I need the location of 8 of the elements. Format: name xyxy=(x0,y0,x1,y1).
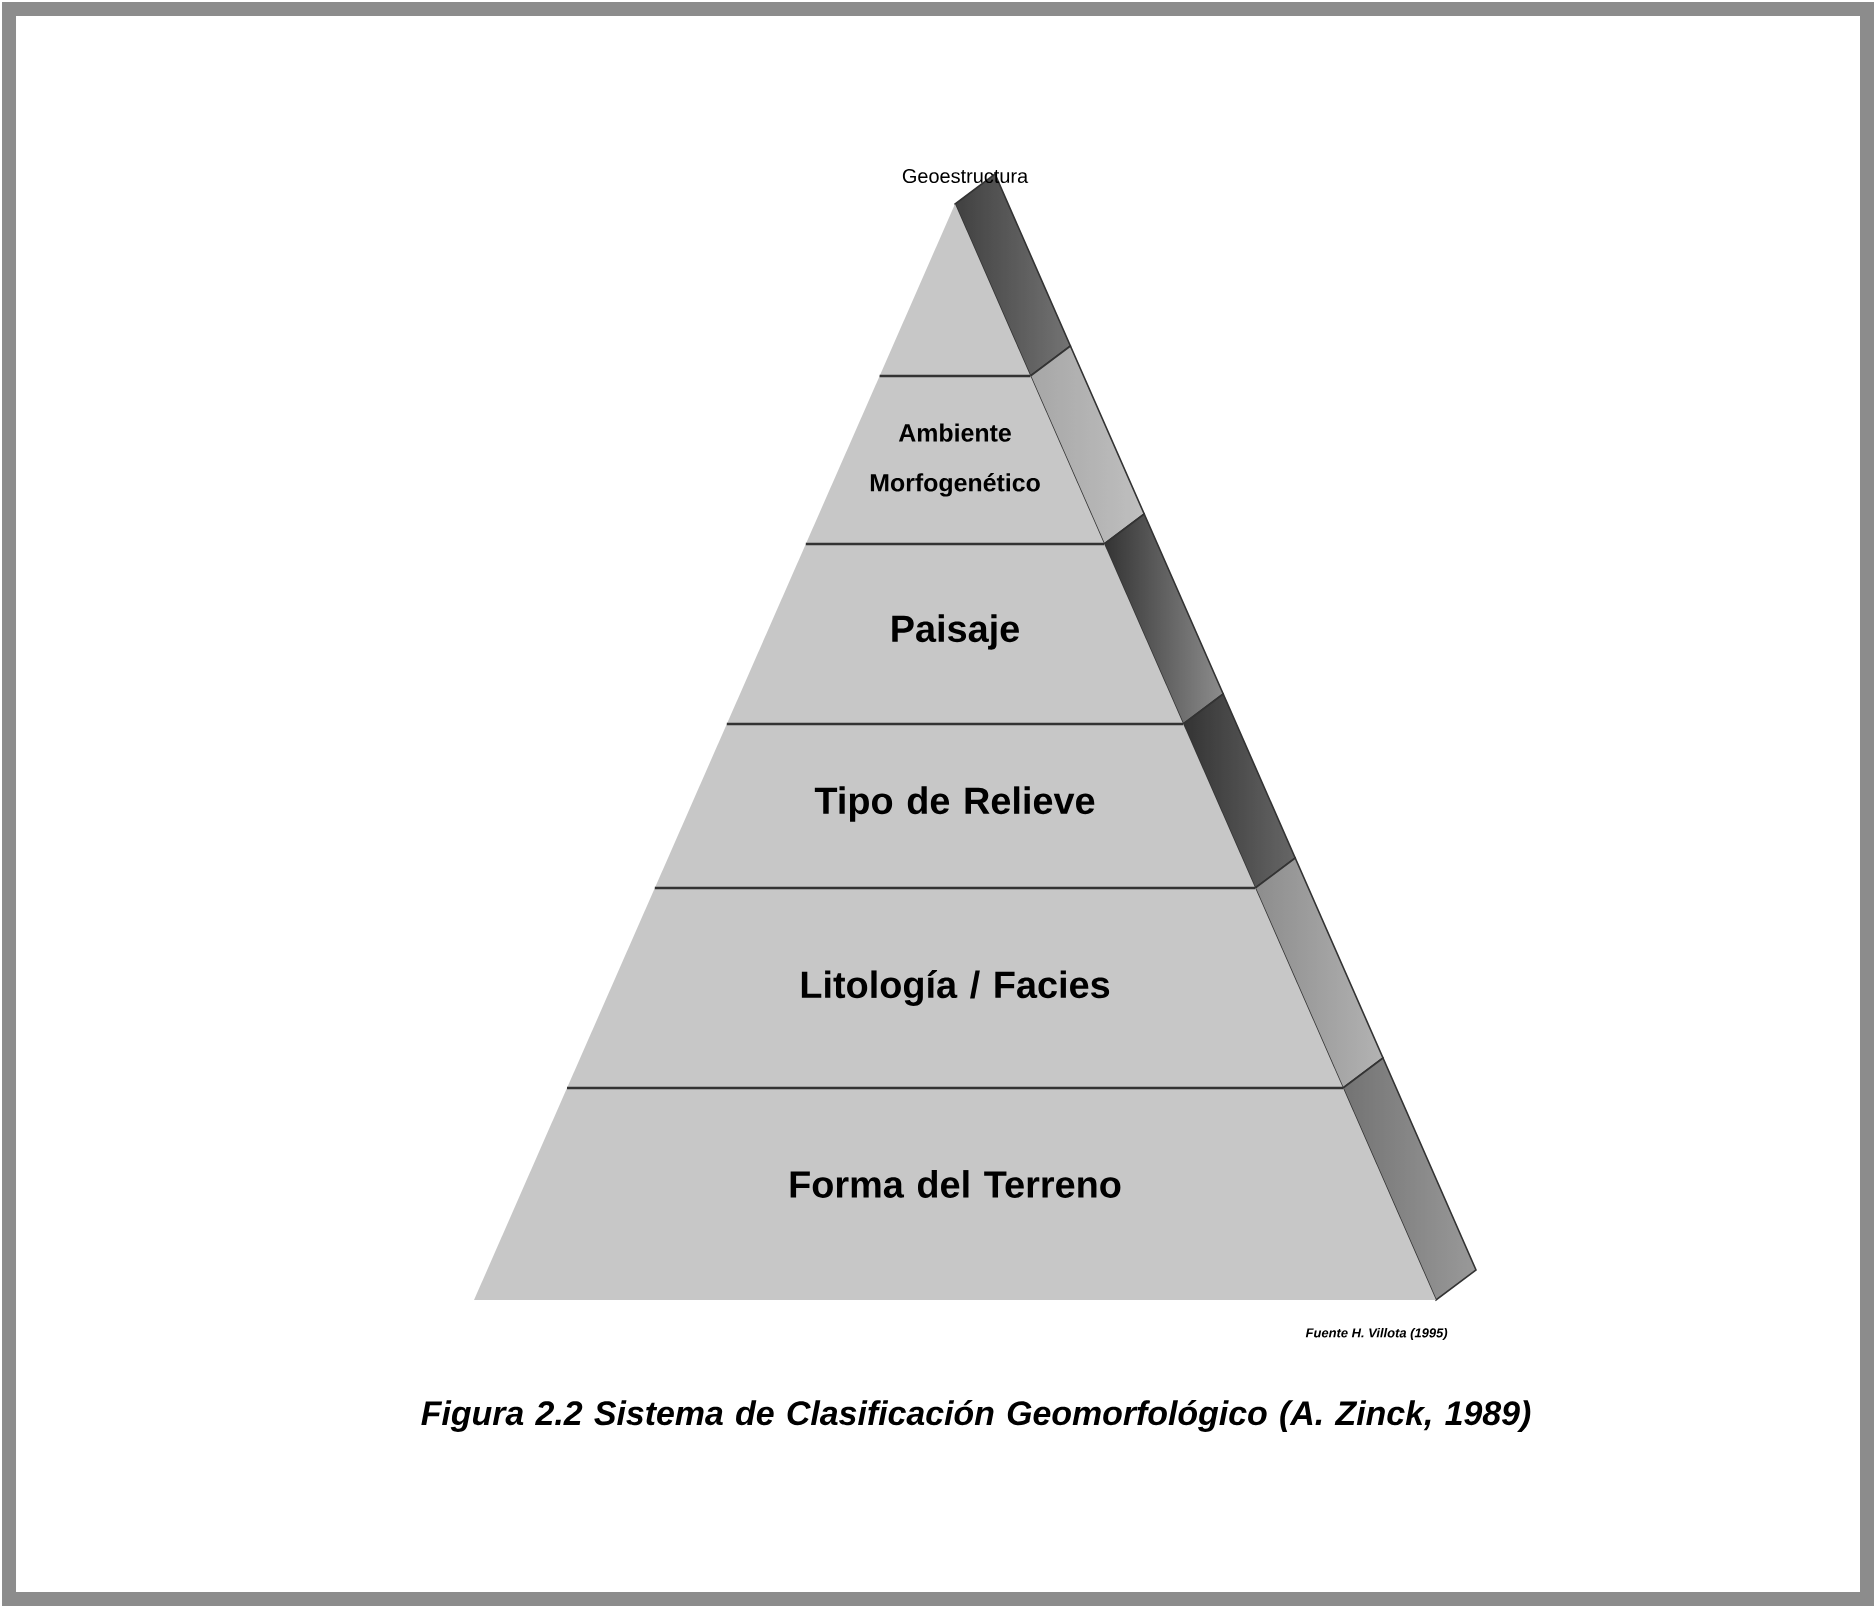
figure-caption: Figura 2.2 Sistema de Clasificación Geomorfológico (A. Zinck, 1989) xyxy=(421,1400,1531,1432)
pyramid-layer: Tipo de Relieve xyxy=(654,722,1256,888)
node-label: Geoestructura xyxy=(902,168,1029,184)
pyramid-layer: Paisaje xyxy=(726,542,1184,724)
pyramid-layer: Litología / Facies xyxy=(567,886,1343,1088)
pyramid-layer: Forma del Terreno xyxy=(474,1086,1436,1300)
pyramid-layer: Geoestructura xyxy=(879,168,1031,376)
pyramid-layer: Ambiente Morfogenético xyxy=(805,374,1105,544)
